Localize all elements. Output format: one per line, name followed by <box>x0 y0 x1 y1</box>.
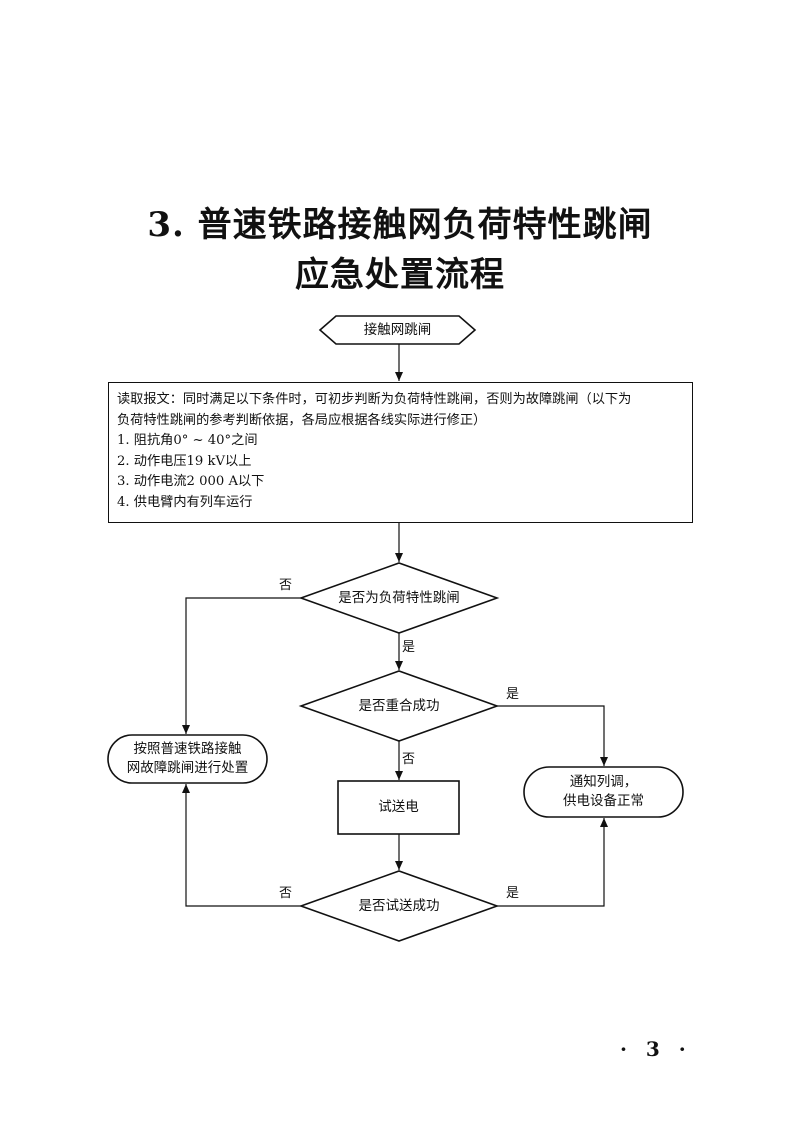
test-power-no-label: 否 <box>279 886 293 901</box>
load-trip-yes-label: 是 <box>402 640 416 655</box>
load-trip-no-label: 否 <box>279 578 293 593</box>
decision-load-trip-label: 是否为负荷特性跳闸 <box>338 590 460 606</box>
condition-item-4: 4. 供电臂内有列车运行 <box>117 494 253 510</box>
page-number: · 3 · <box>620 1037 692 1061</box>
decision-test-power-label: 是否试送成功 <box>358 898 440 914</box>
condition-item-3: 3. 动作电流2 000 A以下 <box>117 474 265 490</box>
reclose-no-label: 否 <box>402 752 416 767</box>
info-box-line-2: 负荷特性跳闸的参考判断依据，各局应根据各线实际进行修正） <box>117 412 487 428</box>
start-node-label: 接触网跳闸 <box>363 322 432 338</box>
fault-handling-label-line-1: 按照普速铁路接触 <box>133 741 242 757</box>
condition-item-1: 1. 阻抗角0° ~ 40°之间 <box>117 433 258 449</box>
start-node-shape <box>318 315 477 345</box>
reclose-yes-label: 是 <box>506 687 520 702</box>
fault-handling-terminal-shape <box>107 734 268 784</box>
connector-reclose-yes <box>497 705 608 766</box>
test-power-yes-label: 是 <box>506 886 520 901</box>
normal-end-label-line-1: 通知列调， <box>569 774 638 790</box>
connector-load-trip-no <box>182 597 301 734</box>
test-power-process-label: 试送电 <box>378 799 419 815</box>
fault-handling-label: 按照普速铁路接触 网故障跳闸进行处置 <box>108 740 267 778</box>
trip-report-info-box: 读取报文：同时满足以下条件时，可初步判断为负荷特性跳闸，否则为故障跳闸（以下为 … <box>108 382 693 523</box>
decision-reclose-label: 是否重合成功 <box>358 698 440 714</box>
connector-test-power-yes <box>497 818 608 907</box>
connector-test-power-no <box>182 784 301 907</box>
normal-end-label: 通知列调， 供电设备正常 <box>524 773 683 811</box>
condition-item-2: 2. 动作电压19 kV以上 <box>117 453 252 469</box>
decision-load-trip-shape <box>298 562 500 634</box>
fault-handling-label-line-2: 网故障跳闸进行处置 <box>126 760 249 776</box>
page-title-line-1: 3. 普速铁路接触网负荷特性跳闸 <box>147 205 653 245</box>
test-power-process-shape <box>337 780 460 835</box>
normal-end-terminal-shape <box>523 766 684 818</box>
normal-end-label-line-2: 供电设备正常 <box>563 793 644 809</box>
info-box-line-1: 读取报文：同时满足以下条件时，可初步判断为负荷特性跳闸，否则为故障跳闸（以下为 <box>117 392 632 407</box>
page-title-line-2: 应急处置流程 <box>295 255 505 295</box>
